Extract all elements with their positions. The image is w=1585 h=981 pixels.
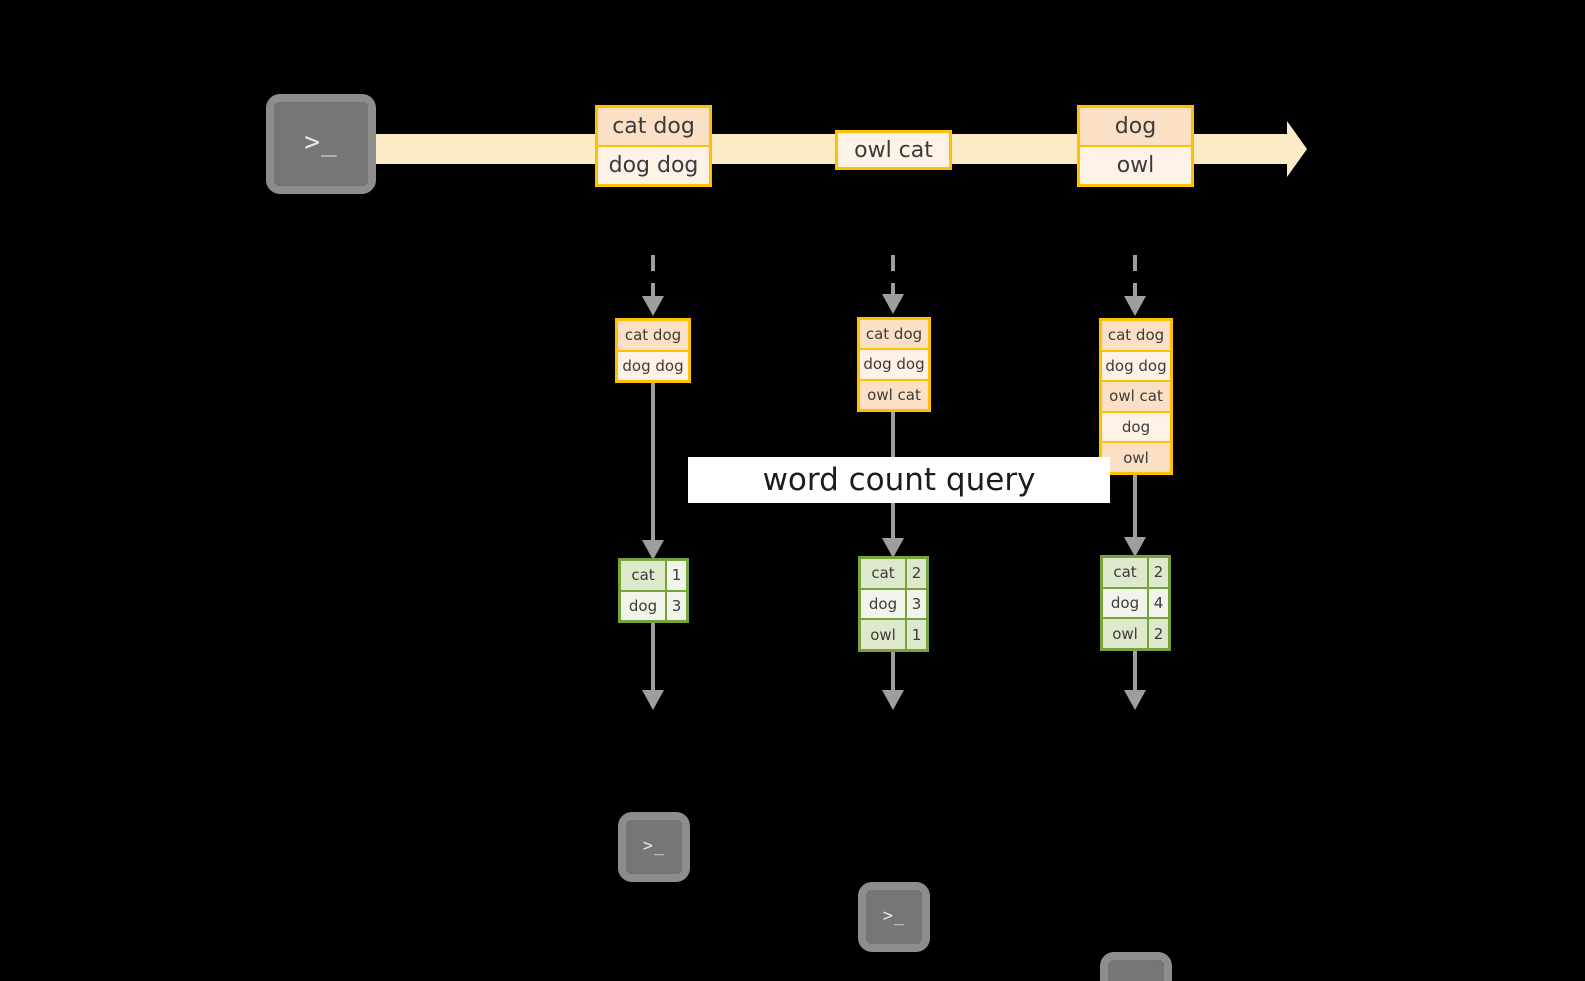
sink-connector-head-1 [642, 690, 664, 710]
unbounded-input-table-1[interactable]: cat dog dog dog [615, 318, 691, 383]
trigger-arrow-head-3 [1124, 296, 1146, 316]
input-table-row: dog dog [618, 349, 688, 380]
result-count: 4 [1149, 588, 1168, 618]
result-count: 2 [1149, 558, 1168, 587]
source-terminal-prompt: >_ [304, 127, 338, 158]
sink-terminal-icon-2[interactable]: >_ [858, 882, 930, 952]
sink-connector-head-2 [882, 690, 904, 710]
trigger-arrow-head-2 [882, 294, 904, 314]
stream-message-line: owl [1080, 145, 1191, 184]
query-connector-shaft-3 [1133, 475, 1137, 543]
result-count: 1 [907, 620, 926, 650]
result-table-1[interactable]: cat 1 dog 3 [618, 558, 689, 623]
input-table-row: owl [1102, 441, 1170, 472]
result-word: dog [621, 591, 667, 620]
sink-terminal-prompt: >_ [1125, 977, 1147, 981]
event-stream-arrowhead [1287, 121, 1307, 177]
trigger-arrow-shaft-3 [1133, 255, 1137, 299]
table-row: dog 3 [861, 587, 926, 619]
stream-message-3[interactable]: dog owl [1077, 105, 1194, 187]
result-count: 2 [907, 559, 926, 588]
input-table-row: owl cat [860, 378, 928, 409]
query-label: word count query [762, 462, 1036, 498]
query-connector-shaft-1 [651, 383, 655, 545]
unbounded-input-table-2[interactable]: cat dog dog dog owl cat [857, 317, 931, 412]
query-connector-head-2 [882, 538, 904, 558]
result-word: cat [1103, 558, 1149, 587]
result-table-3[interactable]: cat 2 dog 4 owl 2 [1100, 555, 1171, 651]
stream-message-1[interactable]: cat dog dog dog [595, 105, 712, 187]
query-label-band: word count query [688, 457, 1110, 503]
stream-message-line: owl cat [838, 133, 949, 167]
sink-terminal-prompt: >_ [642, 835, 666, 856]
result-word: dog [1103, 588, 1149, 618]
table-row: dog 4 [1103, 586, 1168, 618]
input-table-row: cat dog [1102, 321, 1170, 350]
input-table-row: dog [1102, 410, 1170, 442]
sink-connector-head-3 [1124, 690, 1146, 710]
table-row: cat 2 [1103, 558, 1168, 587]
input-table-row: dog dog [860, 348, 928, 379]
result-count: 2 [1149, 619, 1168, 649]
result-count: 3 [667, 591, 686, 620]
table-row: cat 2 [861, 559, 926, 588]
query-connector-head-1 [642, 540, 664, 560]
table-row: dog 3 [621, 589, 686, 620]
input-table-row: cat dog [618, 321, 688, 350]
result-word: cat [621, 561, 667, 590]
input-table-row: dog dog [1102, 349, 1170, 381]
sink-terminal-prompt: >_ [882, 905, 906, 926]
result-count: 1 [667, 561, 686, 590]
result-word: cat [861, 559, 907, 588]
stream-message-line: dog [1080, 108, 1191, 145]
result-table-2[interactable]: cat 2 dog 3 owl 1 [858, 556, 929, 652]
sink-connector-shaft-1 [651, 623, 655, 695]
stream-message-2[interactable]: owl cat [835, 130, 952, 170]
stream-message-line: cat dog [598, 108, 709, 145]
result-word: owl [861, 620, 907, 650]
sink-connector-shaft-3 [1133, 651, 1137, 695]
table-row: owl 1 [861, 618, 926, 650]
stream-message-line: dog dog [598, 145, 709, 184]
input-table-row: cat dog [860, 320, 928, 349]
result-count: 3 [907, 589, 926, 619]
table-row: owl 2 [1103, 617, 1168, 649]
sink-terminal-icon-3[interactable]: >_ [1100, 952, 1172, 981]
trigger-arrow-shaft-2 [891, 255, 895, 297]
result-word: owl [1103, 619, 1149, 649]
unbounded-input-table-3[interactable]: cat dog dog dog owl cat dog owl [1099, 318, 1173, 475]
sink-terminal-icon-1[interactable]: >_ [618, 812, 690, 882]
sink-connector-shaft-2 [891, 652, 895, 695]
source-terminal-icon[interactable]: >_ [266, 94, 376, 194]
trigger-arrow-head-1 [642, 296, 664, 316]
trigger-arrow-shaft-1 [651, 255, 655, 299]
table-row: cat 1 [621, 561, 686, 590]
input-table-row: owl cat [1102, 380, 1170, 411]
query-connector-head-3 [1124, 537, 1146, 557]
result-word: dog [861, 589, 907, 619]
